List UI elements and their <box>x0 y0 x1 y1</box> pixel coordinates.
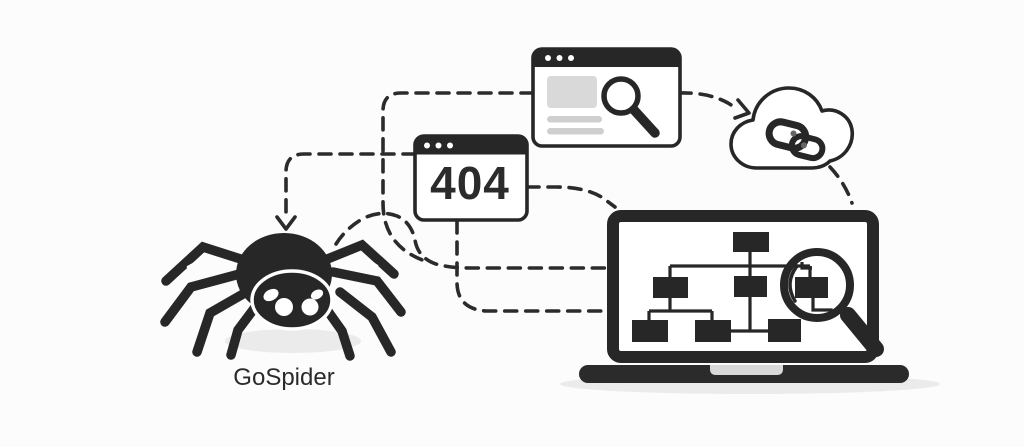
error-404-window: 404 <box>413 134 529 222</box>
chain-link-icon <box>765 118 826 162</box>
gospider-label: GoSpider <box>233 364 334 391</box>
search-result-window <box>531 47 682 148</box>
window-dots <box>545 55 574 61</box>
text-placeholder-line <box>547 128 604 135</box>
spider-eyes <box>263 288 324 316</box>
error-code-text: 404 <box>430 157 510 209</box>
text-placeholder-line <box>547 116 602 123</box>
connector-search-to-cloud <box>677 91 738 110</box>
content-placeholder <box>547 76 597 108</box>
connector-404-to-laptop-top <box>525 185 617 209</box>
window-titlebar <box>533 49 680 67</box>
connector-spider-to-laptop <box>334 211 608 270</box>
arrow-right-down-icon <box>733 98 751 120</box>
spider-shadow <box>225 329 361 353</box>
magnifier-icon <box>780 248 884 357</box>
magnifier-icon <box>601 76 660 138</box>
sitemap-tree-icon <box>632 232 833 342</box>
laptop-hinge-notch <box>710 365 783 375</box>
connector-404-to-spider <box>284 152 417 214</box>
connector-lines <box>275 91 854 313</box>
window-dots <box>424 142 453 149</box>
laptop-icon <box>579 210 909 383</box>
arrow-down-icon <box>275 215 297 231</box>
cloud-icon <box>729 86 855 170</box>
connector-search-window-down <box>381 91 535 263</box>
window-titlebar <box>415 136 527 155</box>
connector-cloud-to-laptop <box>828 165 854 205</box>
spider-face <box>250 269 334 331</box>
connector-404-to-laptop-bottom <box>455 219 608 313</box>
spider-icon <box>160 233 406 361</box>
